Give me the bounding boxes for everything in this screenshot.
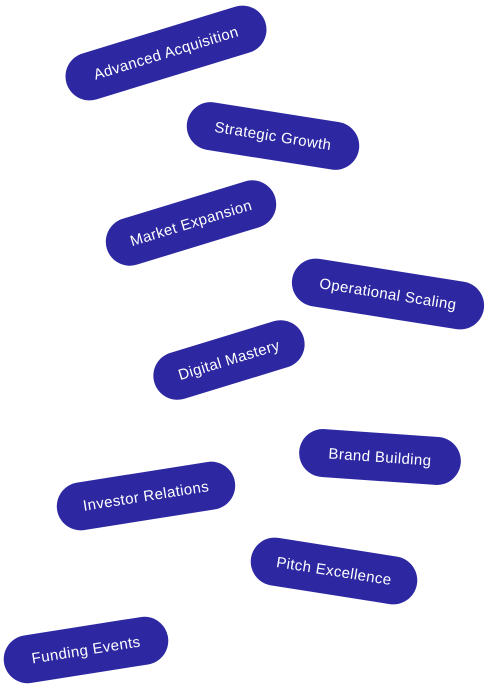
tag-brand-building[interactable]: Brand Building	[297, 427, 463, 487]
tag-operational-scaling[interactable]: Operational Scaling	[288, 255, 488, 333]
tag-strategic-growth[interactable]: Strategic Growth	[183, 98, 363, 174]
tag-digital-mastery[interactable]: Digital Mastery	[147, 314, 311, 406]
tag-pitch-excellence[interactable]: Pitch Excellence	[247, 534, 421, 608]
tag-advanced-acquisition[interactable]: Advanced Acquisition	[59, 0, 273, 107]
tag-market-expansion[interactable]: Market Expansion	[99, 174, 283, 272]
tag-investor-relations[interactable]: Investor Relations	[53, 458, 239, 534]
tag-funding-events[interactable]: Funding Events	[0, 613, 172, 687]
